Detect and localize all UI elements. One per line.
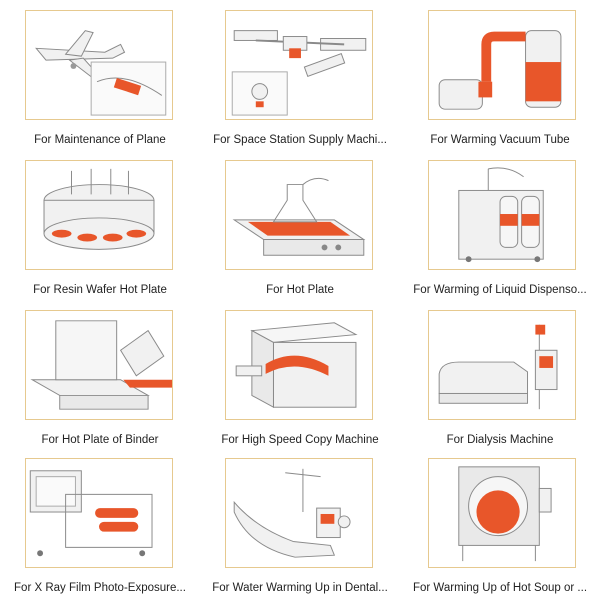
item-thumbnail[interactable] — [428, 10, 576, 120]
item-caption[interactable]: For Water Warming Up in Dental... — [212, 582, 388, 594]
item-caption[interactable]: For X Ray Film Photo-Exposure... — [14, 582, 186, 594]
item-thumbnail[interactable] — [225, 310, 373, 420]
binder-hot-plate-icon — [30, 320, 172, 410]
item-caption[interactable]: For Warming of Liquid Dispenso... — [413, 284, 587, 296]
gallery-item[interactable]: For Dialysis Machine — [400, 310, 600, 460]
item-caption[interactable]: For High Speed Copy Machine — [221, 434, 379, 446]
dialysis-machine-icon — [438, 324, 558, 410]
liquid-dispenser-icon — [458, 167, 544, 263]
gallery-item[interactable]: For Warming Up of Hot Soup or ... — [400, 458, 600, 608]
gallery-item[interactable]: For Warming of Liquid Dispenso... — [400, 160, 600, 310]
item-thumbnail[interactable] — [225, 458, 373, 568]
gallery-item[interactable]: For Hot Plate of Binder — [0, 310, 200, 460]
item-thumbnail[interactable] — [225, 160, 373, 270]
gallery-item[interactable]: For Warming Vacuum Tube — [400, 10, 600, 160]
item-caption[interactable]: For Warming Up of Hot Soup or ... — [412, 582, 588, 594]
gallery-item[interactable]: For High Speed Copy Machine — [200, 310, 400, 460]
xray-film-icon — [29, 470, 153, 557]
hot-plate-icon — [232, 177, 366, 256]
item-thumbnail[interactable] — [428, 458, 576, 568]
gallery-item[interactable]: For Hot Plate — [200, 160, 400, 310]
item-caption[interactable]: For Space Station Supply Machi... — [213, 134, 387, 146]
item-caption[interactable]: For Warming Vacuum Tube — [430, 134, 570, 146]
resin-wafer-hot-plate-icon — [43, 168, 155, 250]
gallery-item[interactable]: For Resin Wafer Hot Plate — [0, 160, 200, 310]
plane-maintenance-icon — [35, 30, 167, 116]
item-thumbnail[interactable] — [225, 10, 373, 120]
item-caption[interactable]: For Hot Plate — [266, 284, 334, 296]
dental-chair-icon — [233, 468, 351, 558]
item-thumbnail[interactable] — [25, 160, 173, 270]
gallery-item[interactable]: For Water Warming Up in Dental... — [200, 458, 400, 608]
space-station-icon — [231, 30, 367, 116]
item-caption[interactable]: For Dialysis Machine — [446, 434, 554, 446]
item-thumbnail[interactable] — [428, 160, 576, 270]
copy-machine-icon — [235, 322, 358, 409]
gallery-item[interactable]: For X Ray Film Photo-Exposure... — [0, 458, 200, 608]
item-thumbnail[interactable] — [428, 310, 576, 420]
gallery-item[interactable]: For Space Station Supply Machi... — [200, 10, 400, 160]
item-caption[interactable]: For Maintenance of Plane — [34, 134, 166, 146]
vacuum-tube-icon — [438, 30, 562, 110]
item-thumbnail[interactable] — [25, 310, 173, 420]
item-thumbnail[interactable] — [25, 458, 173, 568]
hot-soup-kettle-icon — [458, 466, 552, 562]
gallery-item[interactable]: For Maintenance of Plane — [0, 10, 200, 160]
item-thumbnail[interactable] — [25, 10, 173, 120]
item-caption[interactable]: For Resin Wafer Hot Plate — [33, 284, 167, 296]
item-caption[interactable]: For Hot Plate of Binder — [41, 434, 159, 446]
